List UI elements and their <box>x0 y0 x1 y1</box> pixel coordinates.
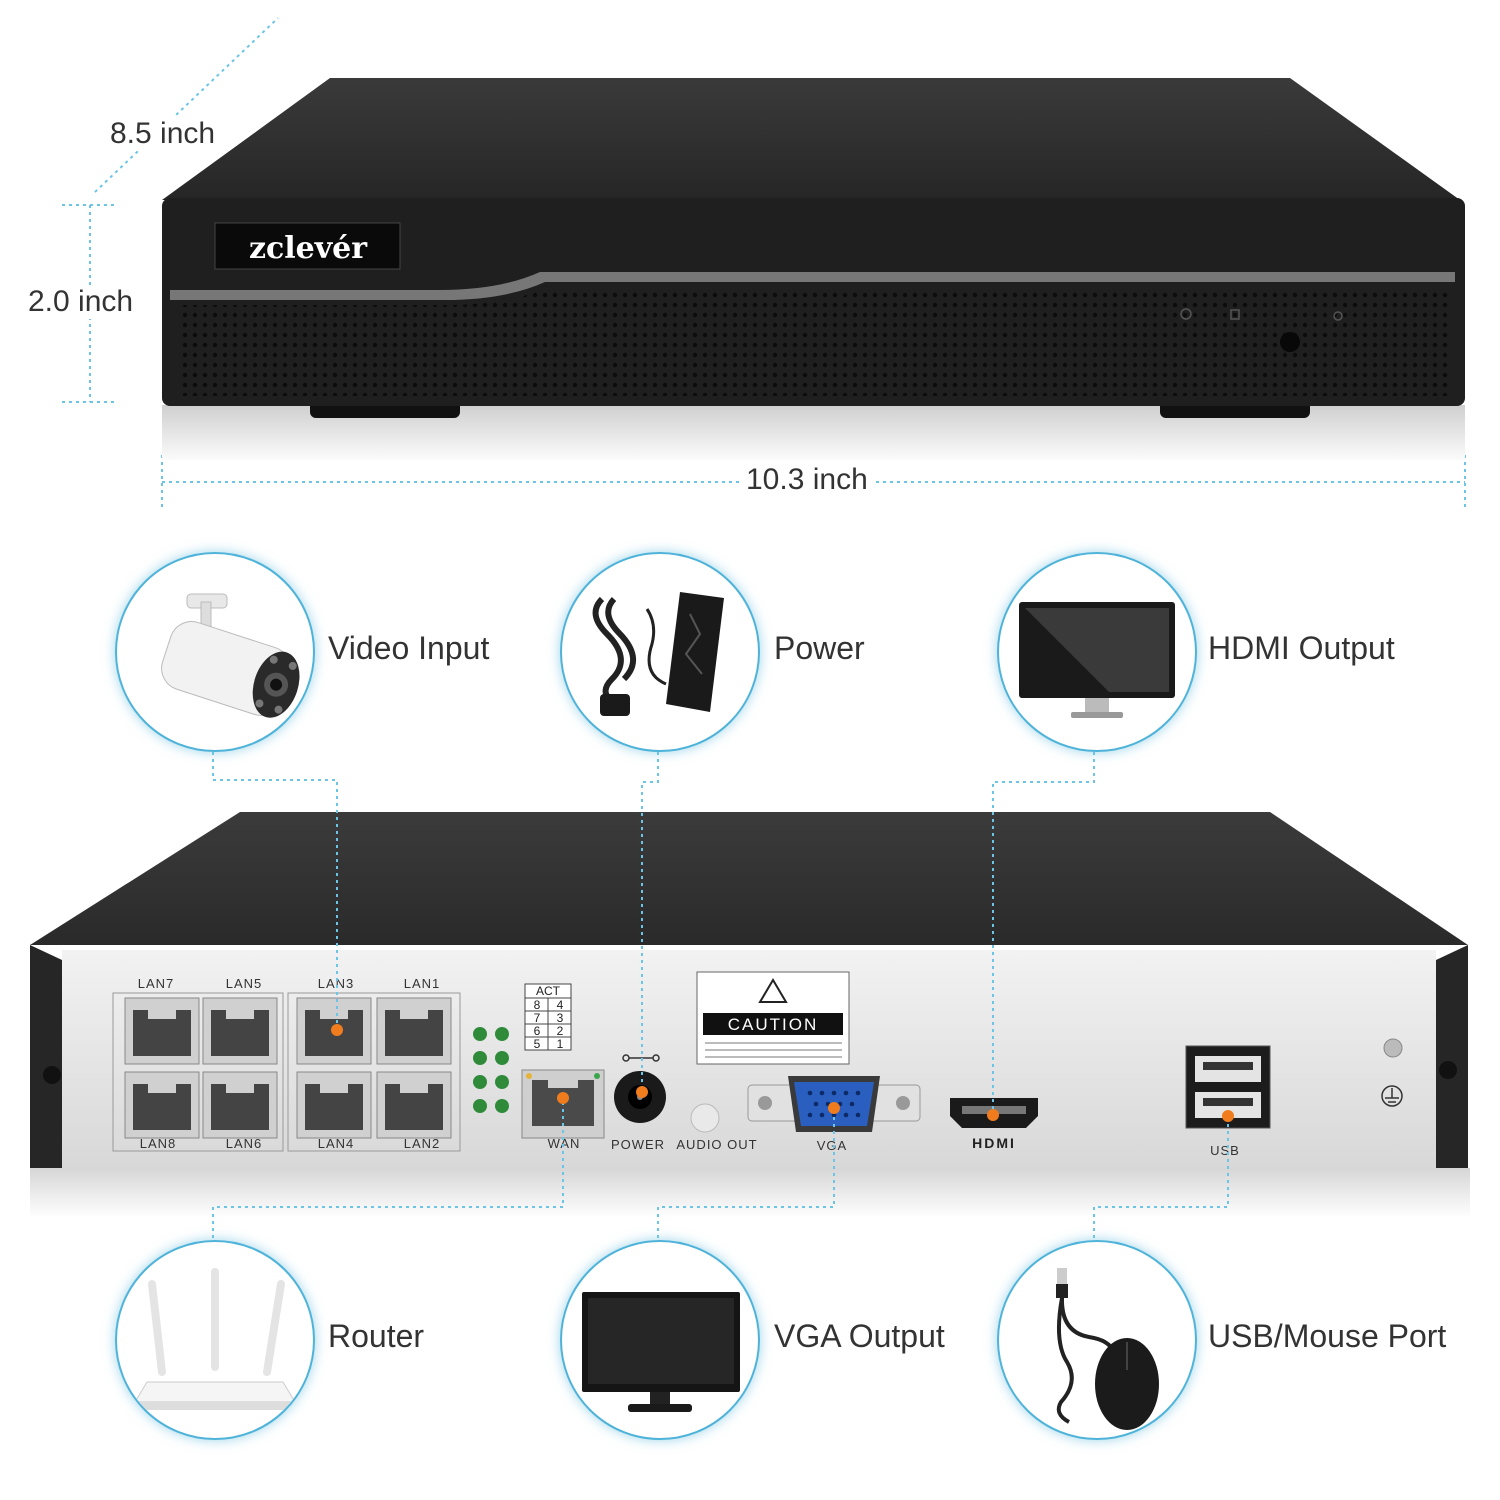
marker-dot-usb <box>1222 1110 1234 1122</box>
caution-text: CAUTION <box>728 1015 819 1034</box>
act-header: ACT <box>536 984 561 998</box>
brand-logo: zclevér <box>249 231 368 266</box>
marker-dot-power <box>636 1086 648 1098</box>
feature-label-vga-output: VGA Output <box>774 1318 945 1354</box>
usb-label: USB <box>1210 1143 1240 1158</box>
nvr-top-lid <box>162 78 1460 200</box>
warning-icon <box>758 978 788 1003</box>
lan-label: LAN2 <box>404 1136 441 1151</box>
ground-icon <box>1381 1085 1403 1107</box>
marker-dot-wan <box>557 1092 569 1104</box>
feature-label-video-input: Video Input <box>328 630 490 666</box>
lan-port-lan1[interactable] <box>376 997 452 1065</box>
lan-label: LAN1 <box>404 976 441 991</box>
camera-icon <box>161 593 300 718</box>
power-circle <box>560 552 760 752</box>
feature-label-router: Router <box>328 1318 425 1354</box>
ground-screw <box>1383 1038 1403 1058</box>
marker-dot-hdmi <box>987 1109 999 1121</box>
lan-port-lan6[interactable] <box>202 1071 278 1139</box>
power-indicator-icon <box>1180 308 1192 320</box>
lan-port-lan2[interactable] <box>376 1071 452 1139</box>
front-vent-grille <box>180 288 1448 396</box>
nvr-rear-lid <box>30 812 1468 945</box>
power-label: POWER <box>611 1137 665 1152</box>
rear-side-right <box>1436 945 1468 1168</box>
lan-label: LAN5 <box>226 976 263 991</box>
feature-label-power: Power <box>774 630 865 666</box>
vga-output-circle <box>560 1240 760 1440</box>
svg-text:6: 6 <box>534 1024 541 1038</box>
hdd-indicator-icon <box>1230 309 1240 320</box>
rear-side-left <box>30 945 62 1168</box>
lan-port-lan8[interactable] <box>124 1071 200 1139</box>
monitor-icon <box>1019 602 1175 718</box>
svg-text:5: 5 <box>534 1037 541 1051</box>
usb-mouse-circle <box>997 1240 1197 1440</box>
lan-frame-right <box>287 992 461 1152</box>
nvr-rear-view: LAN7 LAN5 LAN3 LAN1 LAN8 LAN6 LAN4 LAN2 … <box>30 812 1470 1218</box>
monitor-icon <box>582 1292 740 1412</box>
caution-sticker: CAUTION <box>696 971 850 1065</box>
svg-text:8: 8 <box>534 998 541 1012</box>
feature-label-hdmi-output: HDMI Output <box>1208 630 1395 666</box>
audio-out-jack[interactable] <box>690 1103 720 1133</box>
feature-label-usb-mouse-port: USB/Mouse Port <box>1208 1318 1447 1354</box>
svg-text:4: 4 <box>557 998 564 1012</box>
lan-port-lan7[interactable] <box>124 997 200 1065</box>
marker-dot-vga <box>828 1102 840 1114</box>
lan-port-lan5[interactable] <box>202 997 278 1065</box>
lan-frame-left <box>112 992 284 1152</box>
act-table: ACT 8 4 7 3 6 2 5 1 <box>524 983 572 1051</box>
svg-text:7: 7 <box>534 1011 541 1025</box>
vga-label: VGA <box>817 1138 847 1153</box>
depth-dimension-label: 8.5 inch <box>110 117 216 151</box>
svg-text:1: 1 <box>557 1037 564 1051</box>
router-circle <box>115 1240 315 1440</box>
brand-badge <box>214 222 401 270</box>
status-leds <box>473 1027 509 1113</box>
svg-text:3: 3 <box>557 1011 564 1025</box>
front-trim-band <box>170 272 1455 300</box>
mouse-icon <box>1056 1268 1159 1430</box>
ir-receiver <box>1280 332 1300 352</box>
lan-port-lan4[interactable] <box>296 1071 372 1139</box>
lan-label: LAN4 <box>318 1136 355 1151</box>
audio-out-label: AUDIO OUT <box>676 1137 757 1152</box>
lan-label: LAN6 <box>226 1136 263 1151</box>
height-dimension-label: 2.0 inch <box>28 285 134 319</box>
wan-port[interactable] <box>521 1069 605 1139</box>
network-indicator-icon <box>1333 311 1343 321</box>
lan-label: LAN7 <box>138 976 175 991</box>
hdmi-output-circle <box>997 552 1197 752</box>
lan-label: LAN8 <box>140 1136 177 1151</box>
hdmi-logo-label: HDMI <box>972 1135 1016 1151</box>
width-dimension-label: 10.3 inch <box>740 463 874 497</box>
screw-left <box>43 1066 61 1084</box>
svg-text:2: 2 <box>557 1024 564 1038</box>
lan-label: LAN3 <box>318 976 355 991</box>
marker-dot-lan3 <box>331 1024 343 1036</box>
power-adapter-icon <box>592 592 724 716</box>
video-input-circle <box>115 552 315 752</box>
nvr-front-view: zclevér <box>162 78 1465 460</box>
wan-label: WAN <box>548 1136 581 1151</box>
rear-reflection <box>30 1168 1470 1218</box>
screw-right <box>1439 1061 1457 1079</box>
router-icon <box>134 1268 296 1410</box>
